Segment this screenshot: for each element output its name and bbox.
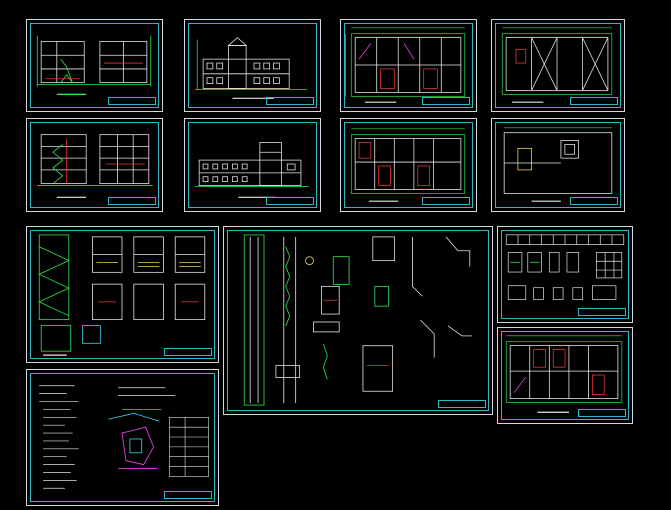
drawing-sheet-door-window-schedule[interactable]	[497, 226, 633, 323]
title-block	[108, 197, 156, 205]
title-block	[108, 97, 156, 105]
drawing-sheet-sections-2[interactable]	[26, 118, 163, 212]
drawing-sheet-floor-plan-2[interactable]	[491, 19, 625, 112]
drawing-sheet-floor-plan-1[interactable]	[340, 19, 477, 112]
drawing-sheet-floor-plan-3[interactable]	[340, 118, 477, 212]
title-block	[266, 97, 314, 105]
floor-plan-icon	[350, 128, 466, 202]
drawing-sheet-stair-details[interactable]	[26, 226, 219, 363]
detail-drawing-icon	[38, 234, 206, 356]
title-block	[570, 97, 618, 105]
title-block	[422, 97, 470, 105]
title-block	[578, 308, 626, 316]
drawing-sheet-floor-plan-4[interactable]	[497, 327, 633, 424]
drawing-sheet-side-elevation[interactable]	[184, 118, 321, 212]
title-block	[578, 409, 626, 417]
detail-drawing-icon	[243, 234, 472, 406]
floor-plan-icon	[501, 27, 613, 103]
title-block	[422, 197, 470, 205]
section-drawing-icon	[37, 134, 153, 198]
schedule-table-icon	[505, 234, 625, 300]
section-drawing-icon	[36, 35, 152, 96]
title-block	[266, 197, 314, 205]
drawing-sheet-front-elevation[interactable]	[184, 19, 321, 112]
drawing-sheet-wall-details[interactable]	[223, 226, 493, 415]
roof-plan-icon	[503, 127, 613, 202]
drawing-sheet-roof-plan[interactable]	[491, 118, 625, 212]
title-block	[570, 197, 618, 205]
site-plan-icon	[39, 385, 210, 489]
title-block	[438, 400, 486, 408]
title-block	[164, 348, 212, 356]
title-block	[164, 491, 212, 499]
drawing-sheet-elevation-sections-1[interactable]	[26, 19, 163, 112]
drawing-sheet-site-plan-notes[interactable]	[26, 369, 219, 506]
floor-plan-icon	[345, 27, 466, 103]
elevation-drawing-icon	[195, 142, 309, 198]
floor-plan-icon	[505, 335, 623, 413]
